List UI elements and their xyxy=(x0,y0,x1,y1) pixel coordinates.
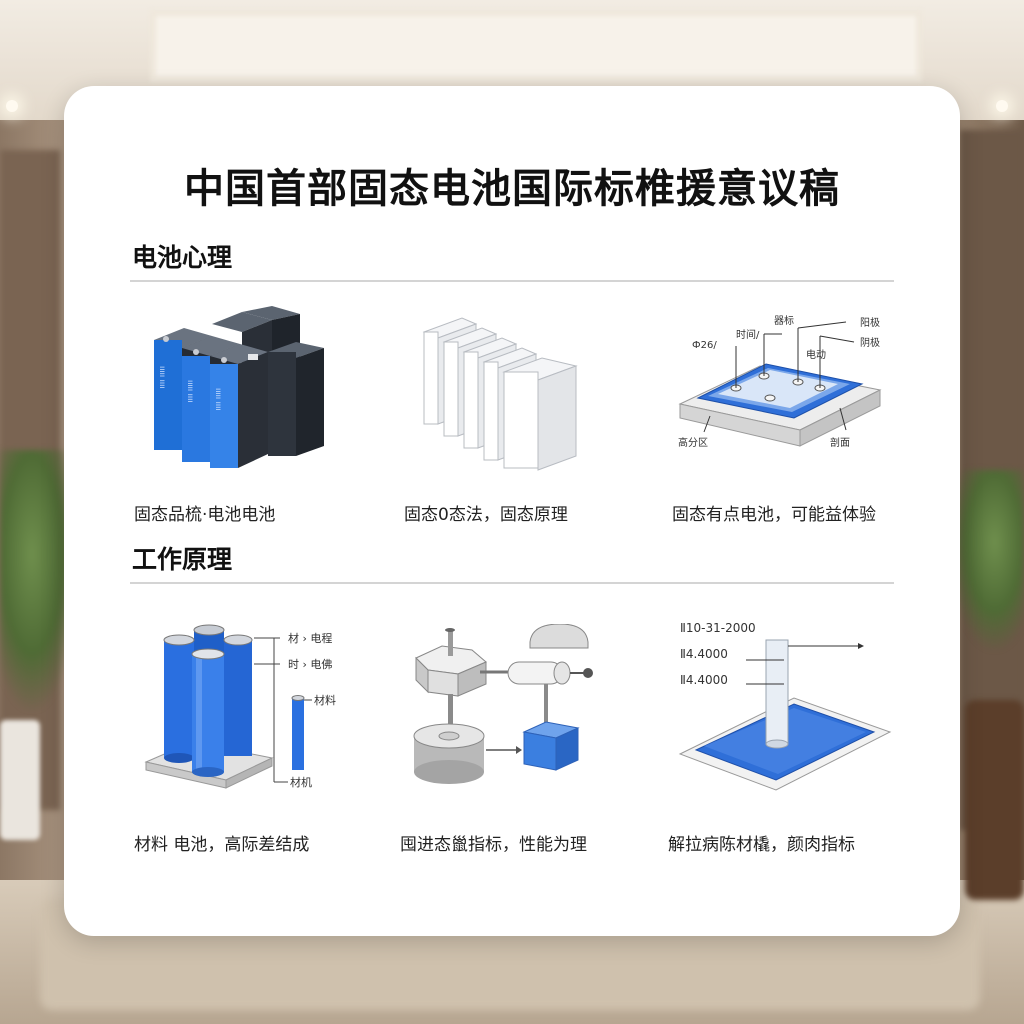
label-marker: 器标 xyxy=(774,315,794,327)
readout-3: Ⅱ4.4000 xyxy=(680,673,728,687)
section-heading-principle: 工作原理 xyxy=(132,545,233,574)
label-motion: 电动 xyxy=(806,348,826,361)
plant-right xyxy=(950,470,1024,650)
label-cathode: 阴极 xyxy=(860,336,880,349)
cylindrical-cells-illustration: 材 › 电程 时 › 电佛 材料 材机 xyxy=(144,624,336,789)
small-cylinder xyxy=(291,695,305,770)
cylinder-front xyxy=(191,648,225,777)
svg-text:ııııı ıııı: ııııı ıııı xyxy=(158,366,167,389)
solid-electrolyte-blocks-illustration xyxy=(422,317,578,471)
blue-cube xyxy=(522,721,580,771)
cylinder-left xyxy=(163,634,195,763)
label-diameter: Ф26/ xyxy=(692,340,717,351)
cylinder-right xyxy=(223,634,253,756)
label-machine: 材机 xyxy=(290,775,312,789)
readout-2: Ⅱ4.4000 xyxy=(680,647,728,661)
ceiling-lamp-right xyxy=(996,100,1008,112)
info-card: 中国首部固态电池国际标椎援意议稿 电池心理 ııııı ıııı ııııı ı… xyxy=(64,86,960,936)
plant-pot-left xyxy=(0,720,40,840)
plate-measurement-diagram: Ⅱ10-31-2000 Ⅱ4.4000 Ⅱ4.4000 xyxy=(678,621,892,791)
page-title: 中国首部固态电池国际标椎援意议稿 xyxy=(184,166,840,212)
caption-plate-measurement: 解拉病陈材橇，颜肉指标 xyxy=(668,835,855,855)
label-polymer-zone: 高分区 xyxy=(678,436,708,449)
chair-right xyxy=(965,700,1024,900)
mechanism-illustration xyxy=(413,624,593,784)
label-anode: 阳极 xyxy=(860,316,880,329)
caption-layered-cell: 固态有点电池，可能益体验 xyxy=(672,505,876,525)
ceiling-panel xyxy=(150,10,922,82)
svg-text:ııııı ıııı: ııııı ıııı xyxy=(186,380,195,403)
section-divider xyxy=(130,280,894,282)
layered-cell-diagram: Ф26/ 阳极 时间/ 器标 阴极 电动 高分区 剖面 xyxy=(678,315,882,449)
section-heading-battery: 电池心理 xyxy=(132,243,233,272)
cell-front-3: ııııı ıııı xyxy=(210,344,268,468)
label-time: 时间/ xyxy=(736,328,760,341)
label-material: 材料 xyxy=(314,693,336,707)
label-section: 剖面 xyxy=(830,436,850,449)
cell-front-4 xyxy=(268,342,324,456)
cylinder-drum xyxy=(413,723,485,784)
caption-mechanism: 囤进态巤指标，性能为理 xyxy=(400,835,587,855)
readout-1: Ⅱ10-31-2000 xyxy=(680,621,756,635)
connecting-rod xyxy=(480,661,593,685)
section-divider xyxy=(130,582,894,584)
prismatic-cells-illustration: ııııı ıııı ııııı ıııı ııııı ıııı xyxy=(154,306,324,468)
hexagon-block xyxy=(415,645,487,697)
wedge-block xyxy=(529,624,589,649)
label-time-buddha: 时 › 电佛 xyxy=(288,658,332,671)
label-material-process: 材 › 电程 xyxy=(288,631,332,645)
caption-cylindrical-cells: 材料 电池，高际差结成 xyxy=(134,835,310,855)
caption-solid-blocks: 固态0态法，固态原理 xyxy=(404,505,568,525)
ceiling-lamp-left xyxy=(6,100,18,112)
caption-prismatic-cells: 固态品梳·电池电池 xyxy=(134,505,276,525)
svg-text:ııııı ıııı: ııııı ıııı xyxy=(214,388,223,411)
